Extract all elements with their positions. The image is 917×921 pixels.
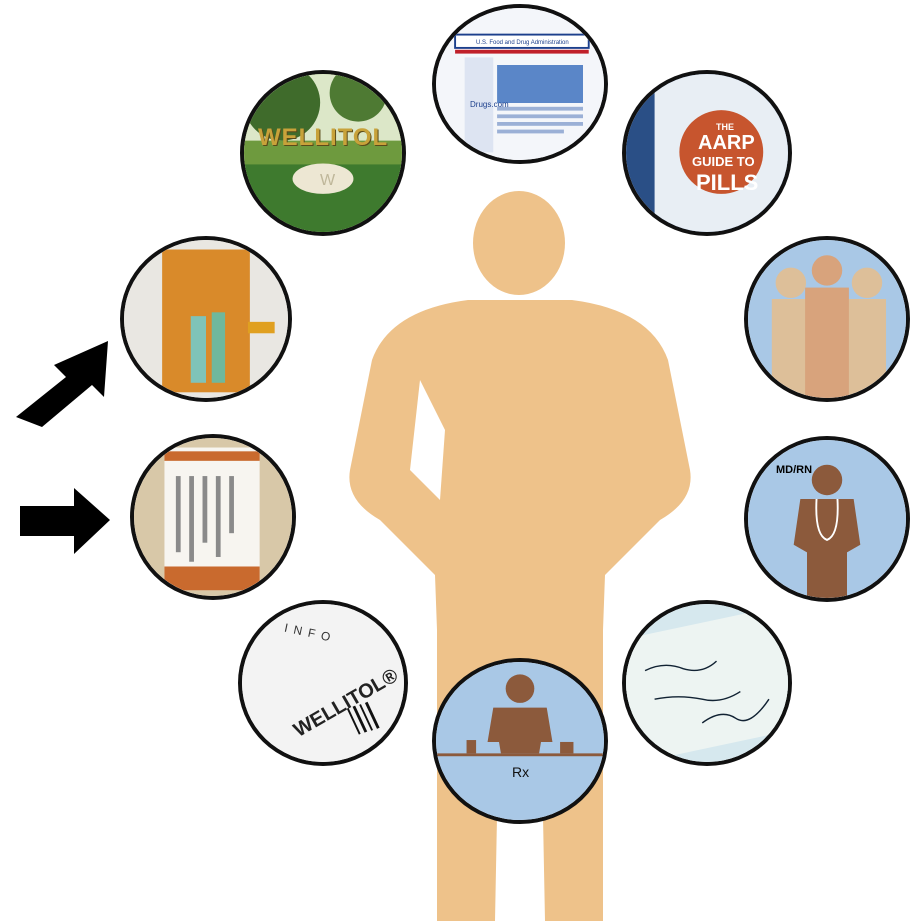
person-head bbox=[473, 191, 565, 295]
check-note-circle bbox=[622, 600, 792, 766]
clinician-label: MD/RN bbox=[776, 464, 813, 476]
aarp-book-circle: THE AARP GUIDE TO PILLS bbox=[622, 70, 792, 236]
pharmacist-circle: Rx bbox=[432, 658, 608, 824]
clinician-circle: MD/RN bbox=[744, 436, 910, 602]
aarp-line1: THE bbox=[716, 122, 734, 132]
aarp-line2: AARP bbox=[698, 132, 755, 154]
fda-header-text: U.S. Food and Drug Administration bbox=[476, 40, 569, 46]
fda-search-text: Drugs.com bbox=[470, 100, 509, 109]
wellitol-brand-text: WELLITOL bbox=[258, 124, 389, 151]
aarp-line4: PILLS bbox=[696, 170, 759, 195]
prescription-label-circle bbox=[130, 434, 296, 600]
person-body bbox=[349, 300, 691, 921]
aarp-line3: GUIDE TO bbox=[692, 154, 755, 169]
arrow-diagonal bbox=[16, 341, 108, 427]
family-circle bbox=[744, 236, 910, 402]
fda-website-circle: U.S. Food and Drug Administration Drugs.… bbox=[432, 4, 608, 164]
wellitol-ad-circle: WELLITOL W bbox=[240, 70, 406, 236]
package-insert-circle: INFO WELLITOL® bbox=[238, 600, 408, 766]
pill-mark-text: W bbox=[320, 172, 336, 189]
arrow-right bbox=[20, 488, 110, 554]
rx-label: Rx bbox=[512, 764, 530, 780]
pill-bottle-circle bbox=[120, 236, 292, 402]
